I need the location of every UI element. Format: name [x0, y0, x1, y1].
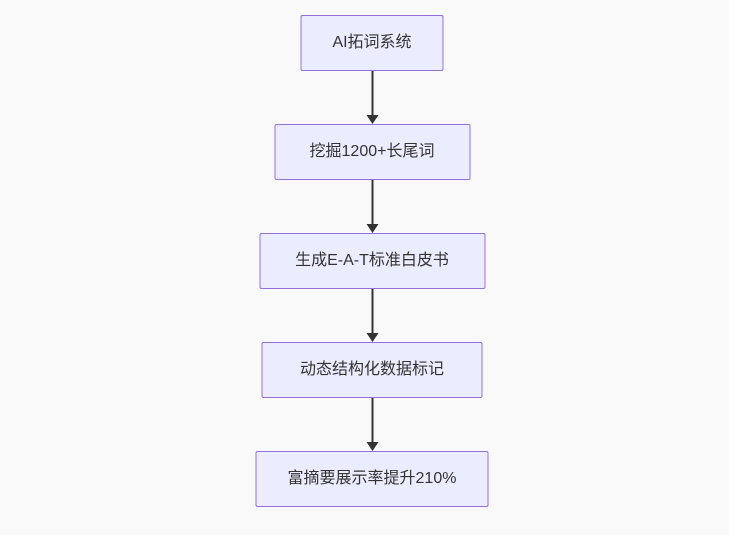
flow-node-eat-whitepaper: 生成E-A-T标准白皮书	[259, 233, 485, 289]
flow-node-label: 动态结构化数据标记	[299, 361, 444, 379]
arrow-down-icon	[366, 115, 378, 124]
flow-node-rich-snippet-result: 富摘要展示率提升210%	[255, 451, 489, 507]
flow-arrow-2	[365, 180, 379, 233]
flowchart: AI拓词系统 挖掘1200+长尾词 生成E-A-T标准白皮书 动态结构化数据标记…	[255, 15, 489, 507]
flow-node-structured-data-markup: 动态结构化数据标记	[261, 342, 483, 398]
arrow-line	[371, 289, 373, 334]
arrow-down-icon	[366, 224, 378, 233]
flow-node-label: 挖掘1200+长尾词	[309, 143, 435, 161]
flow-arrow-3	[365, 289, 379, 342]
flow-arrow-1	[365, 71, 379, 124]
arrow-line	[371, 180, 373, 225]
arrow-down-icon	[366, 442, 378, 451]
arrow-line	[371, 71, 373, 116]
flow-arrow-4	[365, 398, 379, 451]
flow-node-longtail-mining: 挖掘1200+长尾词	[274, 124, 470, 180]
arrow-line	[371, 398, 373, 443]
flow-node-label: 富摘要展示率提升210%	[287, 470, 457, 488]
flow-node-ai-keyword-system: AI拓词系统	[300, 15, 444, 71]
flow-node-label: AI拓词系统	[332, 34, 412, 52]
flow-node-label: 生成E-A-T标准白皮书	[295, 252, 449, 270]
arrow-down-icon	[366, 333, 378, 342]
